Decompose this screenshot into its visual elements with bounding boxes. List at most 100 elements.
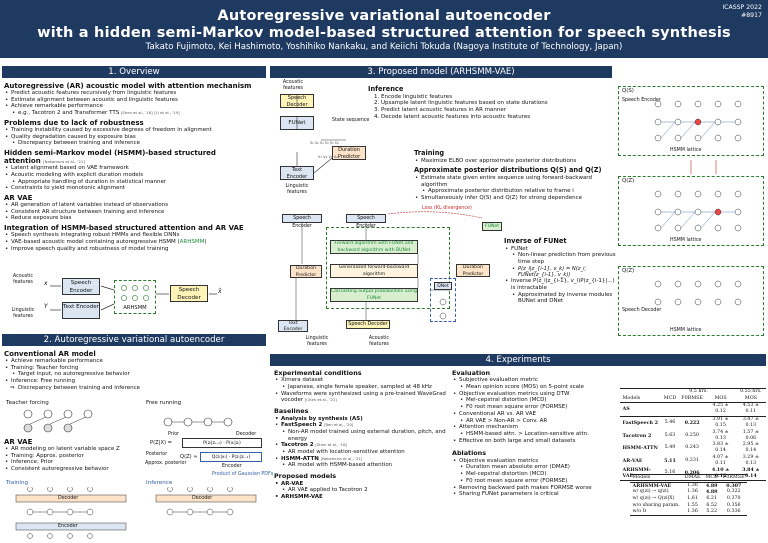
base-item-1-ref: [Ren et al., '20] xyxy=(324,422,354,428)
ov-speech-encoder: Speech Encoder xyxy=(62,278,100,295)
t2-r1-c3: 0.322 xyxy=(726,489,741,495)
t2-r3-c0: w/o sharing param. xyxy=(632,502,680,508)
ov-arhsmm-label: ARHSMM xyxy=(123,305,147,311)
overview-b1-sub-text: e.g., Tacotron 2 and Transformer TTS xyxy=(18,110,120,117)
t1-r1-c0: FastSpeech 2 xyxy=(622,420,659,426)
teacher-forcing-chain xyxy=(23,409,93,433)
pm-text-panel: Inference 1. Encode linguistic features … xyxy=(368,84,608,121)
overview-b3-1: Acoustic modeling with explicit duration… xyxy=(4,172,266,179)
t1-header-row: Models MCD F0RMSE MOS MOS xyxy=(620,395,766,404)
eval-sub-1-1: F0 root mean square error (FORMSE) xyxy=(452,404,618,411)
base-item-2-ref: [Shen et al., '18] xyxy=(315,442,347,448)
free-running-chain xyxy=(163,417,233,427)
ov-diagram-arrows xyxy=(50,285,217,311)
overview-list5: Speech synthesis integrating robust HMMs… xyxy=(4,232,266,252)
overview-b2-0: Training instability caused by excessive… xyxy=(4,127,266,134)
encoder-label: Encoder xyxy=(222,464,242,469)
t2-r3-c1: 1.55 xyxy=(687,502,698,508)
pm-approx-list: Estimate state given entire sequence usi… xyxy=(414,175,614,202)
t1-r0-c2 xyxy=(678,402,706,417)
product-label: Product of Gaussian PDFs xyxy=(212,472,274,477)
overview-h3b-row: attention [Nakamura et al., '21] xyxy=(4,157,266,165)
t1-r3-c1: 5.49 xyxy=(664,445,676,451)
t1-r0-c0: AS xyxy=(620,402,662,417)
t1-r1-c2: 0.222 xyxy=(684,420,700,426)
t1-r4-c2: 0.231 xyxy=(685,457,699,463)
sg-q-label: Q(Z) xyxy=(622,178,635,184)
overview-list3: Latent alignment based on VAE framework … xyxy=(4,165,266,192)
base-item-1-sub: Non-AR model trained using external dura… xyxy=(274,429,450,442)
ablation-table: Models DMAE MCD F0RMSE ARHSMM-VAE 1.36 4… xyxy=(630,474,748,517)
base-item-3-ref: [Nakamura et al., '21] xyxy=(320,455,363,461)
eval-sub-0-0: Mean opinion score (MOS) on 5-point scal… xyxy=(452,384,618,391)
t1-r2-c2: 0.250 xyxy=(685,432,699,438)
t1-th-empty xyxy=(620,387,662,396)
eq-prior: P(Z|X) = xyxy=(150,440,173,446)
t1-h3: MOS xyxy=(705,395,736,404)
t1-r2-c1: 5.63 xyxy=(664,432,676,438)
overview-h3a: Hidden semi-Markov model (HSMM)-based st… xyxy=(4,149,216,158)
pm-approx-title: Approximate posterior distributions Q(S)… xyxy=(414,166,602,175)
prop-title: Proposed models xyxy=(274,472,337,481)
conference-tag: ICASSP 2022 #8917 xyxy=(722,4,762,20)
t2-h3: F0RMSE xyxy=(720,474,748,483)
overview-b5b-post: ) xyxy=(204,238,207,245)
t2-r1-c1: 1.36 xyxy=(687,489,698,495)
pm-state-graphs: Q(S) Q(Z) Q(Z) HSMM lattice HSMM lattice… xyxy=(616,80,766,358)
ref-shen: [Shen et al., '18] xyxy=(120,110,153,116)
ov-acoustic-label: Acoustic features xyxy=(12,274,34,285)
ov-text-encoder: Text Encoder xyxy=(62,302,100,319)
s2-h1: Conventional AR model xyxy=(4,350,96,358)
cond-title: Experimental conditions xyxy=(274,369,362,377)
table-row: AR-VAE 5.11 0.231 4.07 ± 0.11 3.29 ± 0.1… xyxy=(620,454,766,467)
cond-item-1-text: Waveforms were synthesized using a pre-t… xyxy=(281,390,446,404)
t2-r2-c0: w/ q(zi) → Q(zi|X) xyxy=(632,496,675,502)
t1-r4-c1: 5.11 xyxy=(664,457,676,464)
overview-b2-sub: Discrepancy between training and inferen… xyxy=(4,140,266,147)
abl-item-1: Removing backward path makes FORMSE wors… xyxy=(452,485,618,492)
t2-r2-c1: 1.61 xyxy=(687,496,698,502)
cond-item-1: Waveforms were synthesized using a pre-t… xyxy=(274,391,450,404)
t1-group-row: 9.5 hrs. 0.55 hrs. xyxy=(620,387,766,396)
t1-group2: 0.55 hrs. xyxy=(735,387,766,396)
overview-b3-0: Latent alignment based on VAE framework xyxy=(4,165,266,172)
overview-list4: AR generation of latent variables instea… xyxy=(4,202,266,222)
eval-item-1: Objective evaluation metrics using DTW xyxy=(452,391,618,398)
t2-h1: DMAE xyxy=(682,474,703,483)
ov-x-symbol: x xyxy=(44,280,48,287)
exp-left: Experimental conditions Ximera dataset J… xyxy=(274,368,450,501)
ablation-table-wrap: Models DMAE MCD F0RMSE ARHSMM-VAE 1.36 4… xyxy=(630,474,766,517)
conference-name: ICASSP 2022 xyxy=(722,4,762,11)
abl-item-2: Sharing FUNet parameters is critical xyxy=(452,491,618,498)
sg-hsmm-label-2: HSMM lattice xyxy=(670,238,702,243)
t2-r4-c3: 0.336 xyxy=(720,508,748,517)
table-row: HSMM-ATTN 5.49 0.243 3.83 ± 0.14 2.95 ± … xyxy=(620,442,766,455)
pm-linguistic-label: Linguistic features xyxy=(285,184,309,195)
base-item-1: FastSpeech 2 [Ren et al., '20] xyxy=(274,422,450,429)
poster-header: Autoregressive variational autoencoder w… xyxy=(0,0,768,58)
overview-h1: Autoregressive (AR) acoustic model with … xyxy=(4,82,252,90)
t2-r0-c3: 0.307 xyxy=(726,482,742,489)
prior-label: Prior xyxy=(168,432,180,437)
free-running-label: Free running xyxy=(146,400,182,406)
overview-b5b-green: ARHSMM xyxy=(179,238,205,245)
overview-h4: AR VAE xyxy=(4,193,33,202)
ov-hsmm-states xyxy=(121,285,149,301)
overview-title: 1. Overview xyxy=(2,66,266,78)
t1-r4-c0: AR-VAE xyxy=(622,457,643,464)
sg-hsmm-label-3: HSMM lattice xyxy=(670,328,702,333)
t2-r2-c2: 6.21 xyxy=(706,496,718,502)
base-list: Analysis by synthesis (AS) FastSpeech 2 … xyxy=(274,416,450,470)
inverse-item-2: Approximated by inverse modules BUNet an… xyxy=(504,292,616,305)
pm-acoustic-label: Acoustic features xyxy=(282,80,304,91)
overview-diagram: Acoustic features x Speech Encoder Text … xyxy=(4,274,264,330)
s2-b2-0: AR modeling on latent variable space Z xyxy=(4,446,134,453)
train-encoder-bar: Encoder xyxy=(58,524,78,529)
t1-r3-c2: 0.243 xyxy=(685,445,699,451)
base-item-0: Analysis by synthesis (AS) xyxy=(274,416,450,423)
inverse-list: FUNet Non-linear prediction from previou… xyxy=(504,246,616,306)
authors: Takato Fujimoto, Kei Hashimoto, Yoshihik… xyxy=(145,42,623,52)
base-item-3-sub: AR model with HSMM-based attention xyxy=(274,462,450,469)
eval-list: Subjective evaluation metric Mean opinio… xyxy=(452,377,618,444)
svg-text:s₁ s₂ s₃ s₄ s₅ s₆: s₁ s₂ s₃ s₄ s₅ s₆ xyxy=(310,140,339,145)
